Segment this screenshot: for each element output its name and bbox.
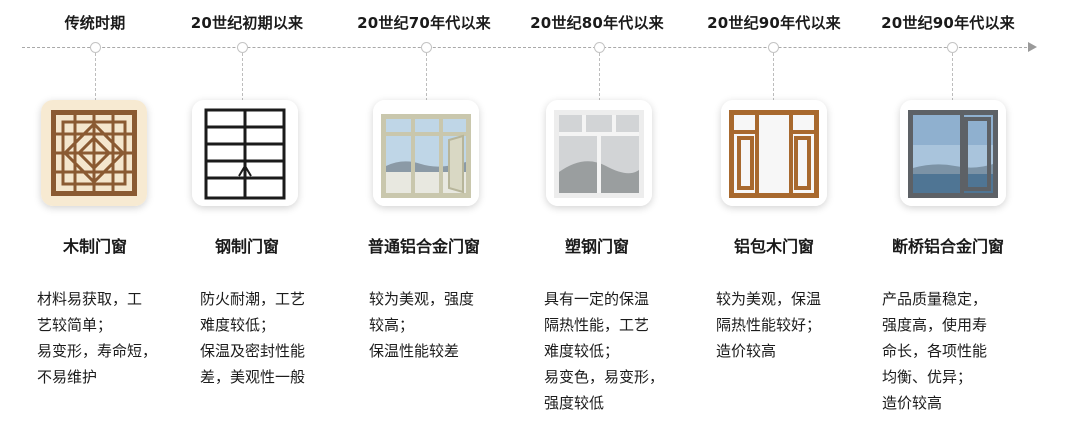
timeline-node: [594, 42, 605, 53]
desc-line: 均衡、优异；: [882, 368, 973, 386]
timeline-node: [90, 42, 101, 53]
desc-line: 强度较低: [544, 394, 605, 412]
upvc-window-icon: [546, 100, 652, 206]
desc-line: 难度较低；: [200, 316, 276, 334]
desc-line: 易变色，易变形，: [544, 368, 665, 386]
desc-line: 造价较高: [716, 342, 777, 360]
stage-description: 产品质量稳定， 强度高，使用寿 命长，各项性能 均衡、优异； 造价较高: [882, 286, 987, 416]
desc-line: 不易维护: [37, 368, 98, 386]
timeline-node: [237, 42, 248, 53]
stage-name: 铝包木门窗: [733, 237, 814, 256]
stage-upvc: 20世纪80年代以来 塑钢门窗 具有一定的保温 隔热性能，工艺 难度较低；: [509, 0, 685, 443]
desc-line: 造价较高: [882, 394, 943, 412]
stage-period: 20世纪初期以来: [190, 14, 304, 32]
timeline-node: [421, 42, 432, 53]
timeline-connector: [242, 53, 243, 101]
desc-line: 具有一定的保温: [544, 290, 650, 308]
desc-line: 强度高，使用寿: [882, 316, 988, 334]
desc-line: 命长，各项性能: [882, 342, 988, 360]
desc-line: 产品质量稳定，: [882, 290, 988, 308]
timeline-connector: [952, 53, 953, 101]
desc-line: 难度较低；: [544, 342, 620, 360]
desc-line: 艺较简单；: [37, 316, 113, 334]
timeline-axis: [22, 47, 1032, 48]
stage-description: 较为美观，强度 较高； 保温性能较差: [369, 286, 474, 364]
timeline-connector: [773, 53, 774, 101]
stage-name: 塑钢门窗: [564, 237, 629, 256]
stage-description: 较为美观，保温 隔热性能较好； 造价较高: [716, 286, 821, 364]
desc-line: 较高；: [369, 316, 415, 334]
timeline-node: [768, 42, 779, 53]
desc-line: 保温性能较差: [369, 342, 460, 360]
desc-line: 差，美观性一般: [200, 368, 306, 386]
stage-period: 传统时期: [64, 14, 126, 32]
desc-line: 较为美观，强度: [369, 290, 475, 308]
stage-description: 防火耐潮，工艺 难度较低； 保温及密封性能 差，美观性一般: [200, 286, 305, 390]
thermal-break-aluminum-window-icon: [900, 100, 1006, 206]
timeline-arrow-icon: [1028, 42, 1037, 52]
desc-line: 材料易获取，工: [37, 290, 143, 308]
stage-aluminum: 20世纪70年代以来 普通铝合金门窗 较为美观，强度 较高； 保温性: [336, 0, 512, 443]
timeline-connector: [426, 53, 427, 101]
stage-period: 20世纪80年代以来: [530, 14, 664, 32]
stage-name: 普通铝合金门窗: [367, 237, 480, 256]
wooden-lattice-window-icon: [41, 100, 147, 206]
stage-period: 20世纪90年代以来: [707, 14, 841, 32]
stage-thermal-break-aluminum: 20世纪90年代以来 断桥铝合金门窗 产品质量稳定， 强度高，使用寿 命长，各项…: [860, 0, 1036, 443]
timeline-node: [947, 42, 958, 53]
desc-line: 较为美观，保温: [716, 290, 822, 308]
timeline-connector: [95, 53, 96, 101]
timeline-connector: [599, 53, 600, 101]
stage-name: 木制门窗: [62, 237, 127, 256]
stage-aluminum-clad-wood: 20世纪90年代以来 铝包木门窗 较为美观，保温 隔热性能较好；: [686, 0, 862, 443]
desc-line: 防火耐潮，工艺: [200, 290, 306, 308]
stage-steel: 20世纪初期以来 钢制门窗 防火耐潮，工艺 难度较低； 保温及密封性能: [159, 0, 335, 443]
stage-name: 断桥铝合金门窗: [891, 237, 1004, 256]
aluminum-window-icon: [373, 100, 479, 206]
desc-line: 隔热性能，工艺: [544, 316, 650, 334]
desc-line: 保温及密封性能: [200, 342, 306, 360]
stage-period: 20世纪90年代以来: [881, 14, 1015, 32]
stage-wooden: 传统时期 木制门窗: [7, 0, 183, 443]
aluminum-clad-wood-window-icon: [721, 100, 827, 206]
desc-line: 易变形，寿命短，: [37, 342, 158, 360]
steel-window-icon: [192, 100, 298, 206]
desc-line: 隔热性能较好；: [716, 316, 822, 334]
stage-description: 材料易获取，工 艺较简单； 易变形，寿命短， 不易维护: [37, 286, 157, 390]
stage-name: 钢制门窗: [214, 237, 279, 256]
stage-period: 20世纪70年代以来: [357, 14, 491, 32]
stage-description: 具有一定的保温 隔热性能，工艺 难度较低； 易变色，易变形， 强度较低: [544, 286, 664, 416]
